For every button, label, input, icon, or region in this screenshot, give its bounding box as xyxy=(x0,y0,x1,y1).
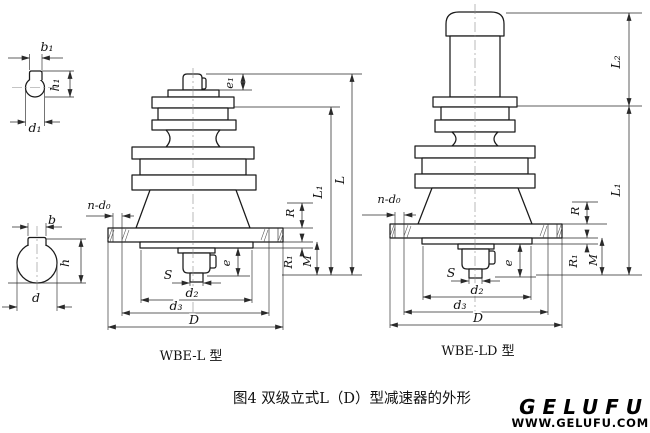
reducer-body-outline xyxy=(389,4,563,318)
detail-large-dimension-lines xyxy=(2,224,84,310)
reducer-body-outline xyxy=(107,68,284,320)
flange-bolt-holes xyxy=(112,228,279,242)
dim-label-b1: b₁ xyxy=(40,39,53,54)
dim-label-d1: d₁ xyxy=(28,120,41,135)
reducer-dimension-lines xyxy=(86,73,355,330)
dim-label-n-d0: n-d₀ xyxy=(377,192,401,206)
detail-large-extension-lines xyxy=(8,223,86,311)
base-flange xyxy=(389,223,563,239)
reducer-wbe-l-drawing: n-d₀ e₁ L₁ L R R₁ M S e d₂ d₃ D WBE-L 型 xyxy=(86,68,362,364)
dim-label-b: b xyxy=(48,212,56,227)
detail-small-extension-lines xyxy=(12,54,74,126)
base-flange xyxy=(107,227,284,243)
dim-label-L1: L₁ xyxy=(310,185,325,199)
logo-wordmark: GELUFU xyxy=(519,395,649,419)
dim-label-S: S xyxy=(447,265,456,280)
shaft-section-detail-large: b h d xyxy=(2,212,86,311)
dim-label-n-d0: n-d₀ xyxy=(87,198,111,212)
detail-small-dimension-lines xyxy=(8,55,73,125)
dim-label-h: h xyxy=(57,259,72,267)
dim-label-M: M xyxy=(300,254,314,268)
dim-label-R: R xyxy=(283,208,297,218)
dim-label-D: D xyxy=(472,310,483,325)
right-model-label: WBE-LD 型 xyxy=(441,344,514,359)
figure-caption: 图4 双级立式L（D）型减速器的外形 xyxy=(233,390,472,407)
dim-label-R1: R₁ xyxy=(281,255,295,269)
flange-hatching xyxy=(389,224,563,238)
dim-label-d2: d₂ xyxy=(470,282,483,297)
logo-website: WWW.GELUFU.COM xyxy=(512,416,649,430)
left-model-label: WBE-L 型 xyxy=(160,349,223,364)
shaft-section-detail-small: b₁ h₁ d₁ xyxy=(8,39,74,135)
dim-label-L: L xyxy=(332,176,347,185)
reducer-extension-lines xyxy=(389,12,642,328)
dim-label-d2: d₂ xyxy=(185,285,198,300)
dim-label-R: R xyxy=(568,206,582,216)
dim-label-S: S xyxy=(164,267,173,282)
keyway-slot xyxy=(28,70,43,80)
top-shaft xyxy=(182,73,203,91)
flange-hatching xyxy=(107,228,284,242)
dim-label-R1: R₁ xyxy=(566,254,580,268)
dim-label-L2: L₂ xyxy=(608,55,623,69)
dim-label-d: d xyxy=(32,290,40,305)
dim-label-d3: d₃ xyxy=(453,297,466,312)
dim-label-L1: L₁ xyxy=(608,183,623,197)
gelufu-logo: GELUFU WWW.GELUFU.COM xyxy=(512,395,649,430)
keyway-slot xyxy=(27,236,47,246)
dim-label-h1: h₁ xyxy=(47,78,62,91)
bottom-shaft xyxy=(182,252,211,274)
flange-bolt-holes xyxy=(394,224,558,238)
dim-label-D: D xyxy=(188,312,199,327)
dim-label-e1: e₁ xyxy=(222,77,236,88)
reducer-dimension-lines xyxy=(362,12,632,328)
dim-label-M: M xyxy=(586,253,600,267)
bottom-shaft xyxy=(461,248,490,270)
dim-label-d3: d₃ xyxy=(169,298,182,313)
reducer-wbe-ld-drawing: n-d₀ L₂ L₁ R R₁ M S e d₂ d₃ D WBE-LD 型 xyxy=(362,4,642,359)
dim-label-e: e xyxy=(219,259,233,266)
dim-label-e: e xyxy=(501,259,515,266)
